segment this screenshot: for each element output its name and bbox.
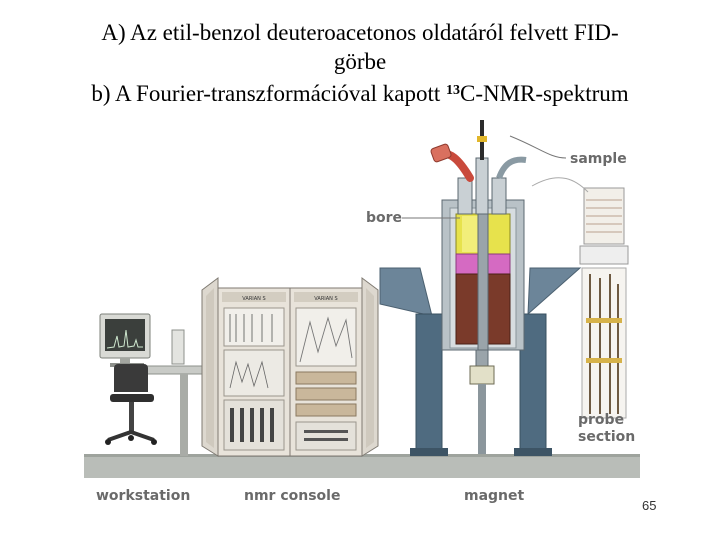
label-nmr-console: nmr console [244, 488, 340, 504]
probe-body [469, 365, 495, 385]
label-probe-line-1: probe [578, 412, 624, 428]
computer-tower [171, 329, 185, 365]
title-line-3-post: C-NMR-spektrum [460, 81, 629, 106]
probe-section-detail [531, 177, 629, 419]
rack-right-label: VARIAN S [314, 296, 337, 302]
slide-title: A) Az etil-benzol deuteroacetonos oldatá… [0, 18, 720, 108]
nmr-spectrometer-illustration: VARIAN S VARIAN S [84, 120, 640, 504]
monitor-spectrum [106, 329, 143, 349]
title-line-2: görbe [333, 49, 387, 74]
title-isotope-superscript: 13 [446, 83, 460, 98]
title-line-3-pre: b) A Fourier-transzformációval kapott [91, 81, 446, 106]
nmr-console: VARIAN S VARIAN S [201, 277, 379, 457]
sample-leader-line [509, 135, 567, 159]
workstation [99, 313, 203, 456]
magnet [379, 120, 582, 456]
title-line-3: b) A Fourier-transzformációval kapott 13… [0, 76, 720, 108]
label-magnet: magnet [464, 488, 525, 504]
floor [84, 456, 640, 478]
office-chair [114, 364, 148, 392]
label-workstation: workstation [96, 488, 190, 504]
rack-left-label: VARIAN S [242, 296, 265, 302]
label-sample: sample [570, 151, 627, 167]
page-number: 65 [642, 498, 657, 513]
label-probe-line-2: section [578, 429, 635, 445]
title-line-1: A) Az etil-benzol deuteroacetonos oldatá… [101, 20, 619, 45]
label-bore: bore [366, 210, 402, 226]
